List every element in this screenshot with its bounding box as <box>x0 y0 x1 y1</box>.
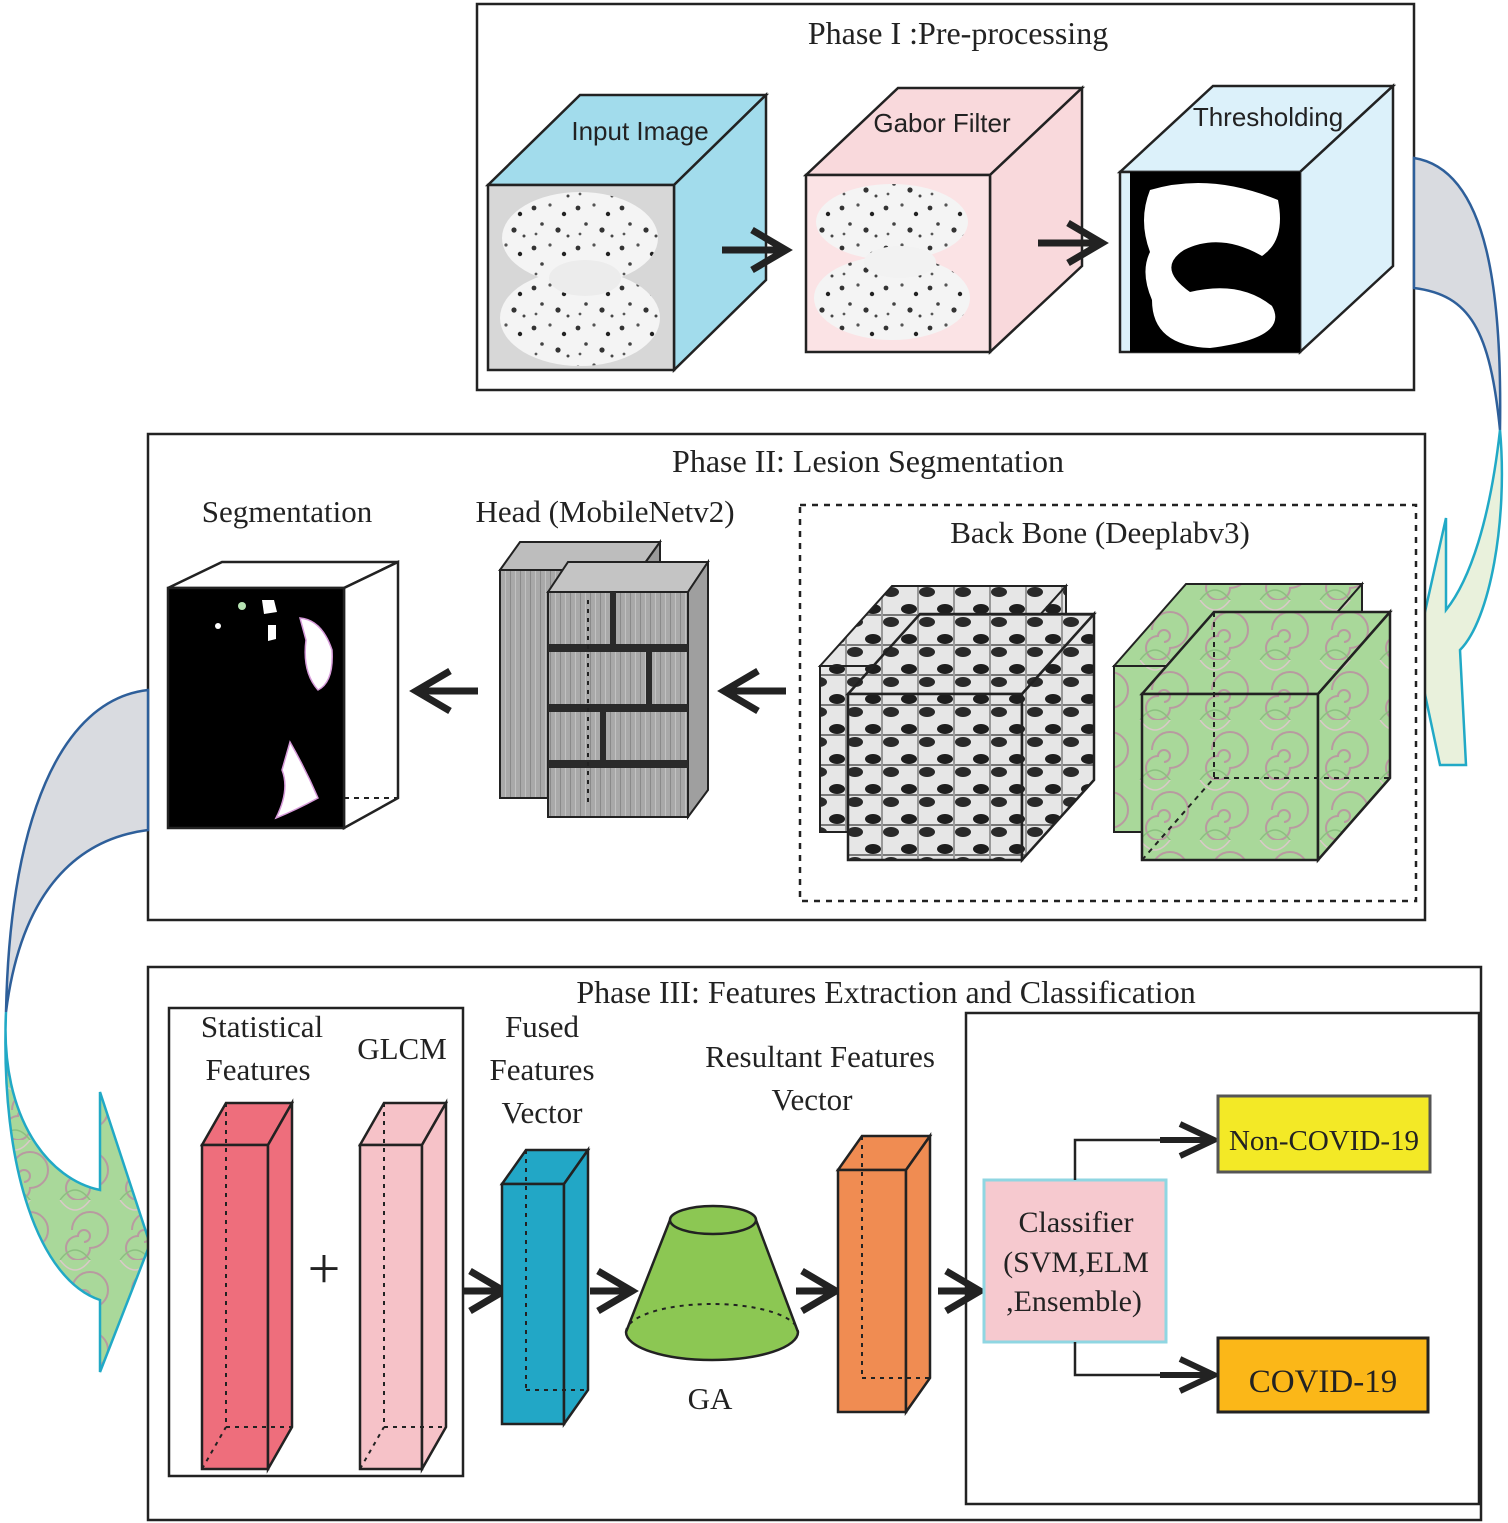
plus-sign: + <box>308 1236 341 1301</box>
classifier-label-line2: (SVM,ELM <box>1003 1246 1149 1279</box>
fused-label-line1: Fused <box>505 1009 580 1044</box>
glcm-label: GLCM <box>357 1031 447 1066</box>
thresholding-label: Thresholding <box>1193 102 1343 132</box>
covid-label: COVID-19 <box>1249 1364 1397 1400</box>
statistical-label-line1: Statistical <box>201 1009 323 1044</box>
statistical-features-bar <box>199 1098 295 1474</box>
phase2-title: Phase II: Lesion Segmentation <box>672 443 1064 479</box>
backbone-feature-cube-green <box>1111 581 1393 864</box>
gabor-filter-label: Gabor Filter <box>873 108 1011 138</box>
head-mobilenet-block <box>498 538 710 821</box>
ga-label: GA <box>688 1381 733 1416</box>
classifier-region-box <box>964 1011 1481 1506</box>
gabor-filter-cube: Gabor Filter <box>802 85 1086 355</box>
classifier-output-connectors <box>1073 1121 1222 1394</box>
arrow-fused-to-ga <box>590 1267 639 1315</box>
backbone-dashed-box <box>798 503 1418 903</box>
fused-label-line2: Features <box>489 1052 594 1087</box>
classifier-label-line3: ,Ensemble) <box>1006 1285 1142 1318</box>
segmentation-label: Segmentation <box>202 494 373 529</box>
resultant-label-line2: Vector <box>772 1082 854 1117</box>
arrow-ga-to-resultant <box>796 1267 843 1315</box>
backbone-label: Back Bone (Deeplabv3) <box>950 515 1250 550</box>
noncovid-label: Non-COVID-19 <box>1229 1125 1419 1157</box>
resultant-label-line1: Resultant Features <box>705 1039 935 1074</box>
noncovid-output-box <box>1216 1094 1432 1174</box>
phase3-title: Phase III: Features Extraction and Class… <box>576 974 1195 1010</box>
arrow-resultant-to-classifier <box>938 1267 987 1315</box>
input-image-label: Input Image <box>571 116 708 146</box>
ga-cone <box>624 1204 800 1362</box>
arrow-gabor-to-threshold <box>1038 219 1109 267</box>
segmentation-cube <box>166 560 400 831</box>
arrow-backbone-to-head <box>717 667 786 715</box>
backbone-feature-cube-grayscale <box>817 583 1097 864</box>
arrow-input-to-gabor <box>722 226 793 274</box>
covid-output-box <box>1216 1336 1430 1414</box>
fused-features-bar <box>499 1146 591 1428</box>
resultant-features-bar <box>835 1132 933 1416</box>
feature-group-box <box>167 1006 465 1478</box>
flow-arrow-phase2-to-phase3 <box>4 688 152 1373</box>
input-image-cube: Input Image <box>484 92 770 373</box>
classifier-label-line1: Classifier <box>1019 1206 1134 1239</box>
statistical-label-line2: Features <box>205 1052 310 1087</box>
head-label: Head (MobileNetv2) <box>475 494 734 529</box>
flow-arrow-phase1-to-phase2 <box>1412 156 1504 767</box>
phase1-title: Phase I :Pre-processing <box>808 15 1108 51</box>
arrow-head-to-segmentation <box>409 667 478 715</box>
fused-label-line3: Vector <box>502 1095 584 1130</box>
glcm-features-bar <box>357 1098 449 1474</box>
thresholding-cube: Thresholding <box>1116 83 1397 355</box>
